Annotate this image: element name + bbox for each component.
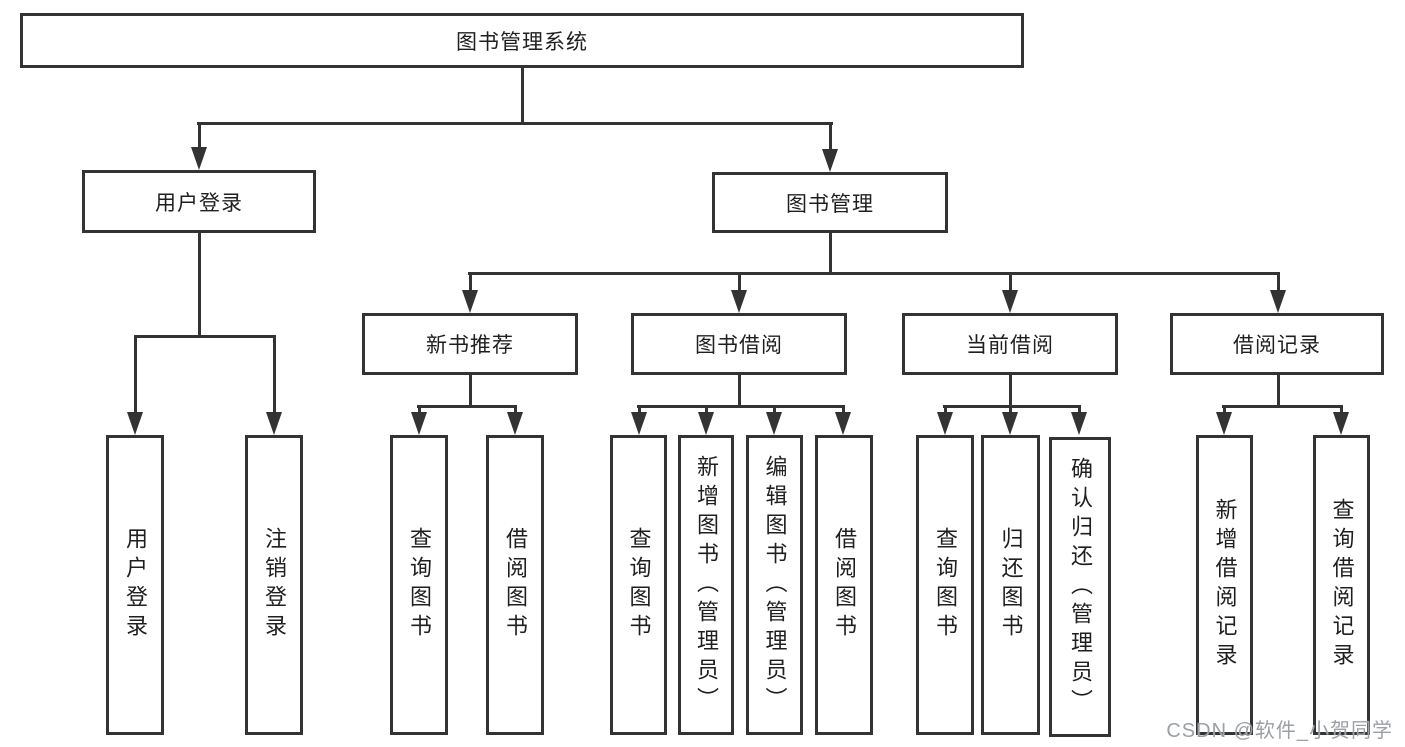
- node-label: 当前借阅: [966, 334, 1054, 357]
- node-label: 借阅图书: [832, 527, 857, 643]
- node-label: 图书管理系统: [456, 30, 588, 54]
- connector-line: [469, 272, 472, 292]
- connector-line: [637, 405, 845, 408]
- node-label: 查询图书: [407, 527, 432, 643]
- connector-line: [1223, 405, 1226, 415]
- node-label: 借阅图书: [503, 527, 528, 643]
- arrowhead-down: [1002, 290, 1018, 313]
- arrowhead-down: [766, 412, 782, 435]
- node-borrowing-records: 借阅记录: [1170, 313, 1384, 375]
- leaf-borrow-books-recommend: 借阅图书: [486, 435, 544, 735]
- connector-line: [418, 405, 421, 415]
- connector-line: [134, 335, 137, 414]
- arrowhead-down: [191, 147, 207, 170]
- node-label: 注销登录: [262, 527, 287, 643]
- node-label: 新书推荐: [426, 334, 514, 357]
- node-label: 编辑图书（管理员）: [762, 454, 788, 716]
- connector-line: [1340, 405, 1343, 415]
- arrowhead-down: [507, 412, 523, 435]
- leaf-logout: 注销登录: [245, 435, 303, 735]
- connector-line: [1277, 272, 1280, 292]
- node-book-management: 图书管理: [712, 172, 948, 233]
- node-label: 图书管理: [786, 192, 874, 216]
- node-label: 查询图书: [933, 527, 958, 643]
- arrowhead-down: [731, 290, 747, 313]
- connector-line: [773, 405, 776, 415]
- csdn-watermark: CSDN @软件_小贺同学: [1166, 720, 1393, 742]
- arrowhead-down: [835, 412, 851, 435]
- connector-line: [468, 272, 1280, 275]
- connector-line: [944, 405, 947, 415]
- node-label: 新增借阅记录: [1212, 498, 1238, 672]
- connector-line: [134, 335, 276, 338]
- connector-line: [198, 233, 201, 337]
- leaf-edit-books-admin: 编辑图书（管理员）: [746, 435, 803, 735]
- connector-line: [638, 405, 641, 415]
- leaf-query-books-recommend: 查询图书: [390, 435, 448, 735]
- connector-line: [1222, 405, 1343, 408]
- arrowhead-down: [1270, 290, 1286, 313]
- connector-line: [829, 122, 832, 151]
- arrowhead-down: [1216, 412, 1232, 435]
- leaf-query-books-borrowing: 查询图书: [610, 435, 667, 735]
- node-new-book-recommendation: 新书推荐: [362, 313, 578, 375]
- arrowhead-down: [822, 149, 838, 172]
- connector-line: [1009, 405, 1012, 415]
- leaf-borrow-books-borrowing: 借阅图书: [815, 435, 873, 735]
- arrowhead-down: [1002, 412, 1018, 435]
- connector-line: [514, 405, 517, 415]
- arrowhead-down: [411, 412, 427, 435]
- connector-line: [738, 272, 741, 292]
- leaf-add-borrow-record: 新增借阅记录: [1196, 435, 1253, 735]
- connector-line: [943, 405, 1081, 408]
- leaf-add-books-admin: 新增图书（管理员）: [678, 435, 734, 735]
- node-book-borrowing: 图书借阅: [631, 313, 847, 375]
- connector-line: [1277, 375, 1280, 408]
- node-label: 用户登录: [155, 191, 243, 215]
- node-label: 确认归还（管理员）: [1068, 456, 1093, 718]
- node-label: 图书借阅: [695, 334, 783, 357]
- arrowhead-down: [698, 412, 714, 435]
- node-label: 用户登录: [123, 527, 148, 643]
- arrowhead-down: [1071, 412, 1087, 435]
- arrowhead-down: [1333, 412, 1349, 435]
- arrowhead-down: [631, 412, 647, 435]
- connector-line: [417, 405, 517, 408]
- leaf-confirm-return-admin: 确认归还（管理员）: [1049, 437, 1111, 737]
- node-current-borrowing: 当前借阅: [902, 313, 1118, 375]
- node-library-management-system: 图书管理系统: [20, 13, 1024, 68]
- node-label: 归还图书: [998, 527, 1024, 643]
- node-label: 借阅记录: [1233, 334, 1321, 357]
- connector-line: [1009, 375, 1012, 408]
- connector-line: [842, 405, 845, 415]
- arrowhead-down: [266, 412, 282, 435]
- arrowhead-down: [937, 412, 953, 435]
- connector-line: [521, 68, 524, 125]
- node-user-login: 用户登录: [82, 170, 316, 233]
- arrowhead-down: [462, 290, 478, 313]
- leaf-user-login: 用户登录: [106, 435, 164, 735]
- leaf-query-borrow-record: 查询借阅记录: [1313, 435, 1370, 735]
- leaf-return-books: 归还图书: [981, 435, 1040, 735]
- connector-line: [705, 405, 708, 415]
- node-label: 查询图书: [626, 527, 652, 643]
- connector-line: [738, 375, 741, 408]
- connector-line: [197, 122, 833, 125]
- connector-line: [273, 335, 276, 414]
- connector-line: [1009, 272, 1012, 292]
- connector-line: [469, 375, 472, 408]
- arrowhead-down: [127, 412, 143, 435]
- leaf-query-books-current: 查询图书: [916, 435, 974, 735]
- connector-line: [198, 122, 201, 149]
- node-label: 查询借阅记录: [1329, 498, 1355, 672]
- connector-line: [829, 232, 832, 275]
- connector-line: [1078, 405, 1081, 415]
- node-label: 新增图书（管理员）: [694, 454, 719, 716]
